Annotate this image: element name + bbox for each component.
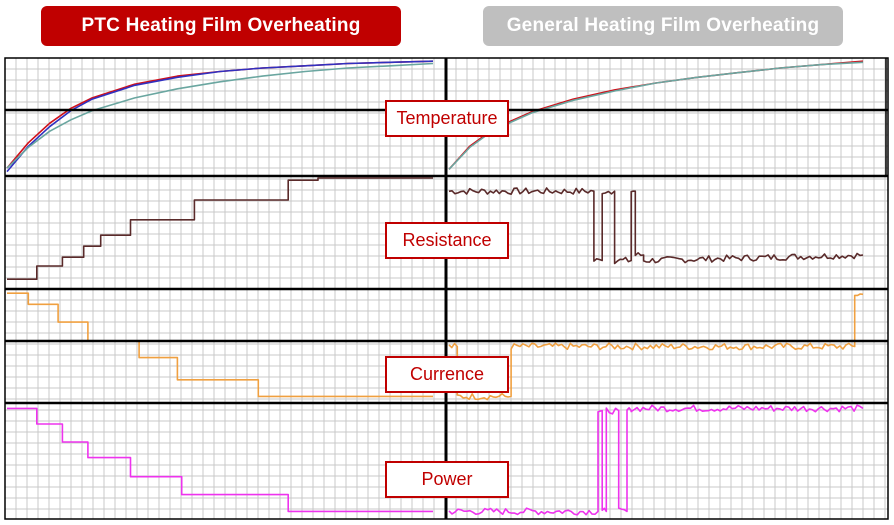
power-label: Power bbox=[385, 461, 509, 498]
ptc-title-badge: PTC Heating Film Overheating bbox=[41, 6, 401, 46]
general-title-badge: General Heating Film Overheating bbox=[483, 6, 843, 46]
power-ptc-power-line bbox=[7, 407, 433, 513]
resistance-ptc-resistance-line bbox=[7, 177, 433, 280]
series-layer bbox=[6, 60, 864, 516]
power-general-power-line bbox=[448, 404, 864, 516]
currence-general-current-line bbox=[448, 293, 864, 401]
resistance-label: Resistance bbox=[385, 222, 509, 259]
current-label: Currence bbox=[385, 356, 509, 393]
temperature-label: Temperature bbox=[385, 100, 509, 137]
resistance-general-resistance-line bbox=[448, 187, 864, 265]
temperature-ptc-teal-line bbox=[6, 62, 434, 169]
temperature-ptc-blue-line bbox=[6, 60, 434, 173]
